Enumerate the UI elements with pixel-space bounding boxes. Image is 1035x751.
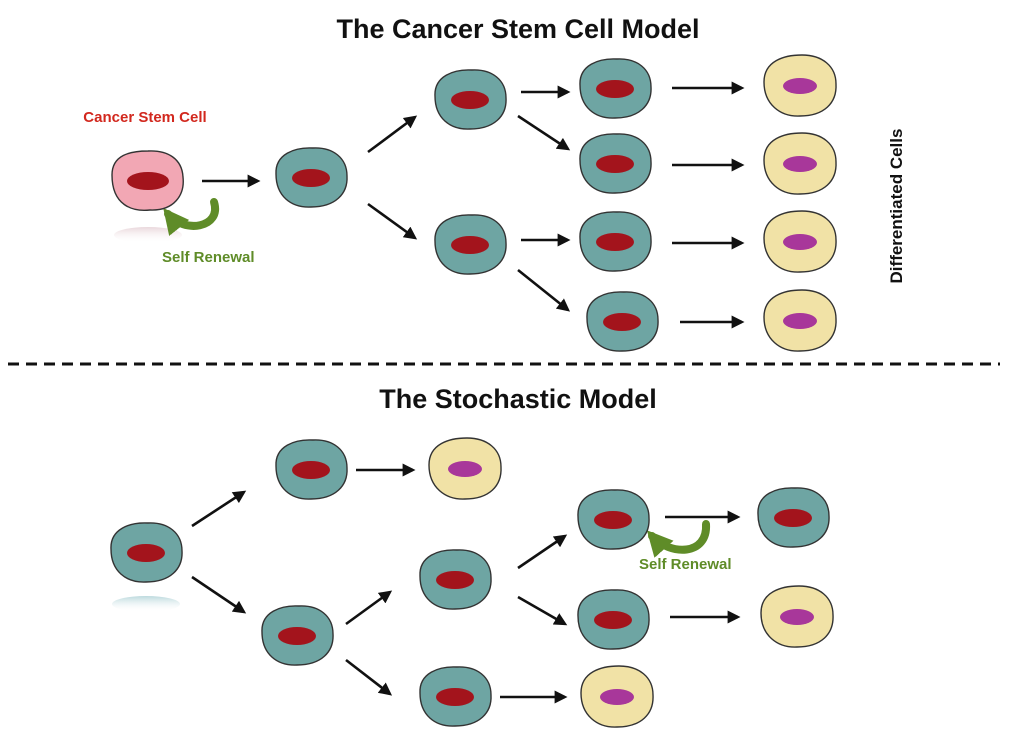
arrow — [345, 590, 393, 626]
differentiated-cell — [763, 132, 837, 195]
progenitor-cell — [579, 58, 652, 119]
arrow — [345, 658, 393, 696]
self-renewal-label-top: Self Renewal — [162, 249, 255, 266]
top-arrows — [202, 81, 745, 329]
progenitor-cell — [579, 211, 652, 272]
progenitor-cell — [434, 214, 507, 275]
self-renewal-arrow-top — [163, 198, 220, 236]
progenitor-cell — [579, 133, 652, 194]
top-cells — [111, 54, 837, 352]
progenitor-cell — [275, 439, 348, 500]
differentiated-cell — [763, 210, 837, 273]
arrow — [191, 490, 247, 528]
differentiated-cell — [580, 665, 654, 728]
progenitor-cell — [419, 549, 492, 610]
differentiated-cell — [760, 585, 834, 648]
differentiated-cell — [763, 54, 837, 117]
progenitor-cell — [586, 291, 659, 352]
progenitor-cell — [261, 605, 334, 666]
progenitor-cell — [110, 522, 183, 583]
bottom-cells — [110, 437, 834, 728]
cancer-stem-cell-label: Cancer Stem Cell — [83, 109, 206, 126]
differentiated-cell — [428, 437, 502, 500]
stochastic-model-title: The Stochastic Model — [379, 384, 657, 414]
cancer-stem-cell-model-title: The Cancer Stem Cell Model — [336, 14, 699, 44]
arrow — [517, 534, 568, 570]
differentiated-cells-label: Differentiated Cells — [887, 129, 906, 284]
arrow — [191, 575, 247, 614]
progenitor-cell — [275, 147, 348, 208]
arrow — [517, 595, 568, 626]
progenitor-cell — [434, 69, 507, 130]
differentiated-cell — [763, 289, 837, 352]
stem-cell-reflection — [114, 227, 182, 243]
progenitor-cell — [577, 489, 650, 550]
arrow — [367, 115, 418, 154]
self-renewal-arrow-bottom — [646, 520, 710, 558]
arrow — [517, 268, 571, 312]
origin-cell-reflection — [112, 596, 180, 612]
cancer-stem-cell — [111, 150, 184, 212]
progenitor-cell — [577, 589, 650, 650]
arrow — [517, 114, 571, 151]
bottom-arrows — [191, 463, 741, 704]
arrow — [367, 202, 418, 240]
progenitor-cell — [757, 487, 830, 548]
progenitor-cell — [419, 666, 492, 727]
self-renewal-label-bottom: Self Renewal — [639, 556, 732, 573]
